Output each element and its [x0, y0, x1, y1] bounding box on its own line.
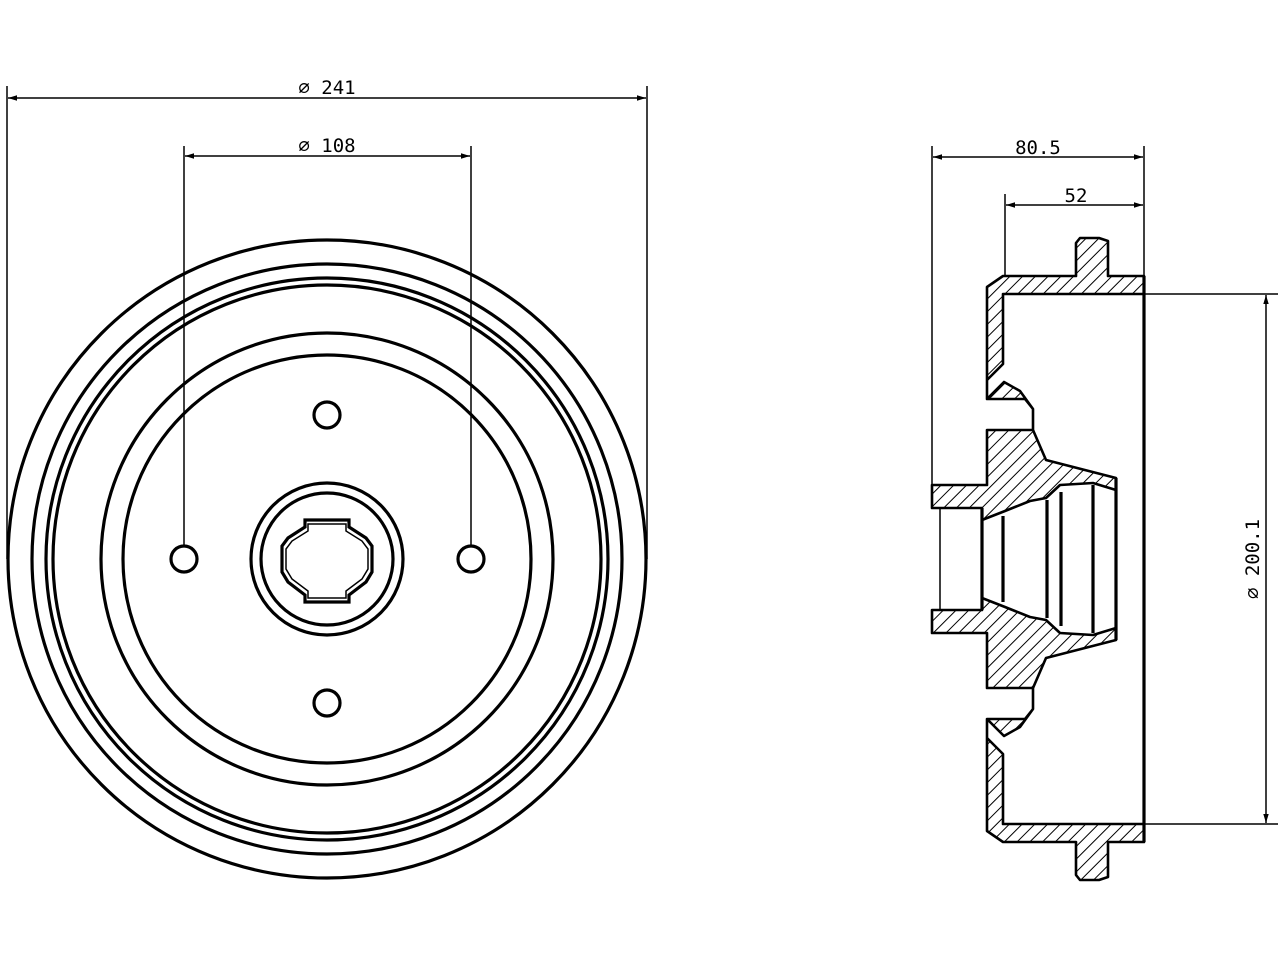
total-width-label: 80.5 [1015, 137, 1061, 159]
drum-rim-ring-1 [30, 262, 624, 856]
inner-diameter-label: ⌀ 200.1 [1242, 519, 1264, 599]
drum-face-ring [99, 331, 555, 787]
drum-rim-ring-2 [44, 276, 610, 842]
drum-depth-label: 52 [1065, 185, 1088, 207]
bolt-hole-top [312, 400, 342, 430]
drum-outer-rim [6, 238, 648, 880]
drum-rim-ring-3 [51, 283, 603, 835]
hub-ring [259, 491, 395, 627]
hub-bore-splined [280, 518, 374, 604]
section-bottom [930, 596, 1146, 882]
dimension-outer-diameter: ⌀ 241 [6, 77, 648, 559]
bolt-hole-left [169, 544, 199, 574]
dimension-drum-depth: 52 [1004, 185, 1143, 276]
dimension-total-width: 80.5 [931, 137, 1145, 485]
side-view: 80.5 52 ⌀ 200.1 [930, 137, 1278, 882]
outer-diameter-label: ⌀ 241 [298, 77, 355, 99]
hub-bore-inner [285, 523, 369, 599]
bore-profile [939, 478, 1118, 640]
dimension-inner-diameter: ⌀ 200.1 [1144, 293, 1278, 825]
section-top [930, 236, 1146, 522]
front-view: ⌀ 241 ⌀ 108 [6, 77, 648, 880]
drum-face-inner-ring [121, 353, 533, 765]
bolt-hole-right [456, 544, 486, 574]
bolt-hole-bottom [312, 688, 342, 718]
hub-outer [249, 481, 405, 637]
dimension-bolt-circle: ⌀ 108 [183, 135, 472, 546]
bolt-circle-label: ⌀ 108 [298, 135, 355, 157]
